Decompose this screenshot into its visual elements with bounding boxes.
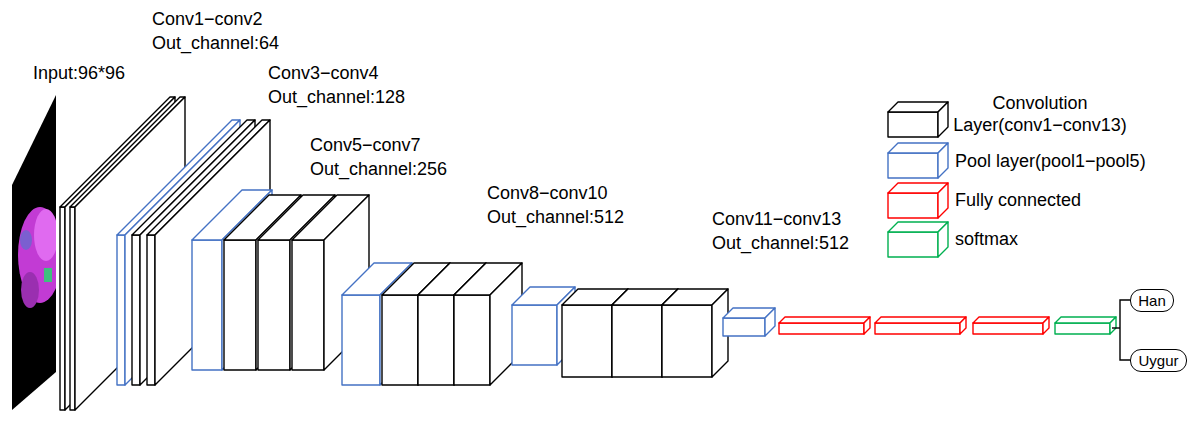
output-split-line bbox=[1112, 300, 1130, 360]
legend-swatch bbox=[886, 181, 950, 225]
pool-layer bbox=[723, 308, 775, 336]
layer-label: Conv1−conv2 bbox=[152, 8, 263, 30]
layer-label: Conv11−conv13 bbox=[712, 208, 841, 230]
layer-label: Out_channel:512 bbox=[712, 232, 849, 254]
layer-label: Out_channel:256 bbox=[310, 158, 447, 180]
layer-label: Conv5−conv7 bbox=[310, 134, 421, 156]
layer-label: Conv8−conv10 bbox=[487, 182, 608, 204]
legend-text: Convolution Layer(conv1−conv13) bbox=[940, 92, 1140, 136]
input-label: Input:96*96 bbox=[33, 62, 125, 84]
layer-label: Out_channel:64 bbox=[152, 32, 279, 54]
layer-label: Out_channel:512 bbox=[487, 206, 624, 228]
conv-layer bbox=[147, 120, 270, 385]
fc-layer bbox=[779, 317, 870, 334]
legend-swatch bbox=[886, 141, 950, 185]
layer-label: Conv3−conv4 bbox=[268, 62, 379, 84]
fc-layer bbox=[875, 317, 966, 334]
fc-layer bbox=[973, 317, 1049, 334]
output-class-box: Uygur bbox=[1130, 349, 1187, 372]
class-name: Han bbox=[1138, 292, 1166, 309]
legend-text: softmax bbox=[955, 228, 1018, 250]
legend-text: Fully connected bbox=[955, 189, 1081, 211]
legend-swatch bbox=[886, 220, 950, 264]
layer-label: Out_channel:128 bbox=[268, 86, 405, 108]
input-image bbox=[12, 95, 62, 410]
class-name: Uygur bbox=[1138, 352, 1178, 369]
output-class-box: Han bbox=[1130, 289, 1174, 312]
legend-text: Pool layer(pool1−pool5) bbox=[955, 150, 1146, 172]
softmax-layer bbox=[1055, 317, 1116, 334]
conv-layer bbox=[662, 289, 728, 377]
legend-swatch bbox=[886, 100, 950, 144]
